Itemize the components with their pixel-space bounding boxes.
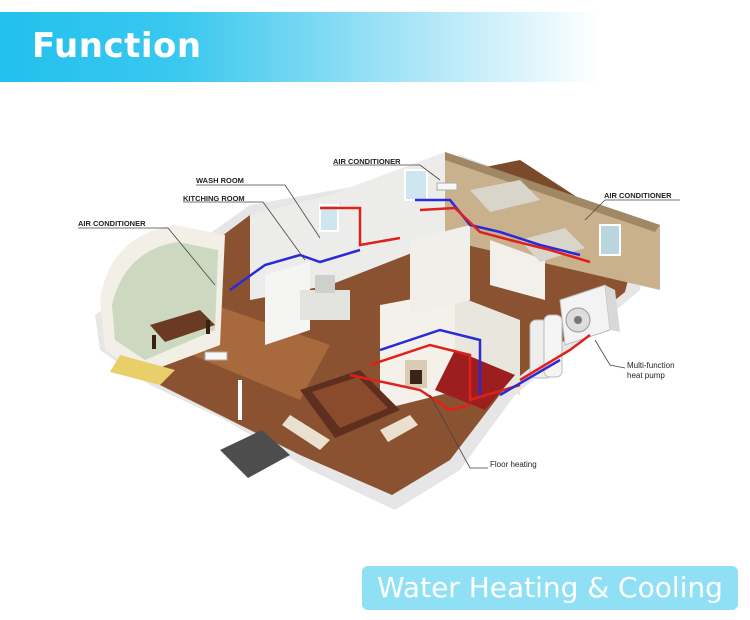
callout-heat-pump-line2: heat pump (627, 371, 675, 381)
callout-wash-room: WASH ROOM (196, 176, 244, 185)
callout-air-conditioner-top: AIR CONDITIONER (333, 157, 401, 166)
callout-air-conditioner-right: AIR CONDITIONER (604, 191, 672, 200)
callout-air-conditioner-left: AIR CONDITIONER (78, 219, 146, 228)
feature-tag-label: Water Heating & Cooling (362, 571, 738, 604)
feature-tag: Water Heating & Cooling (362, 566, 738, 610)
callout-kitching-room: KITCHING ROOM (183, 194, 245, 203)
callout-heat-pump: Multi-function heat pump (627, 361, 675, 381)
callout-heat-pump-line1: Multi-function (627, 361, 675, 371)
callout-floor-heating: Floor heating (490, 460, 537, 470)
